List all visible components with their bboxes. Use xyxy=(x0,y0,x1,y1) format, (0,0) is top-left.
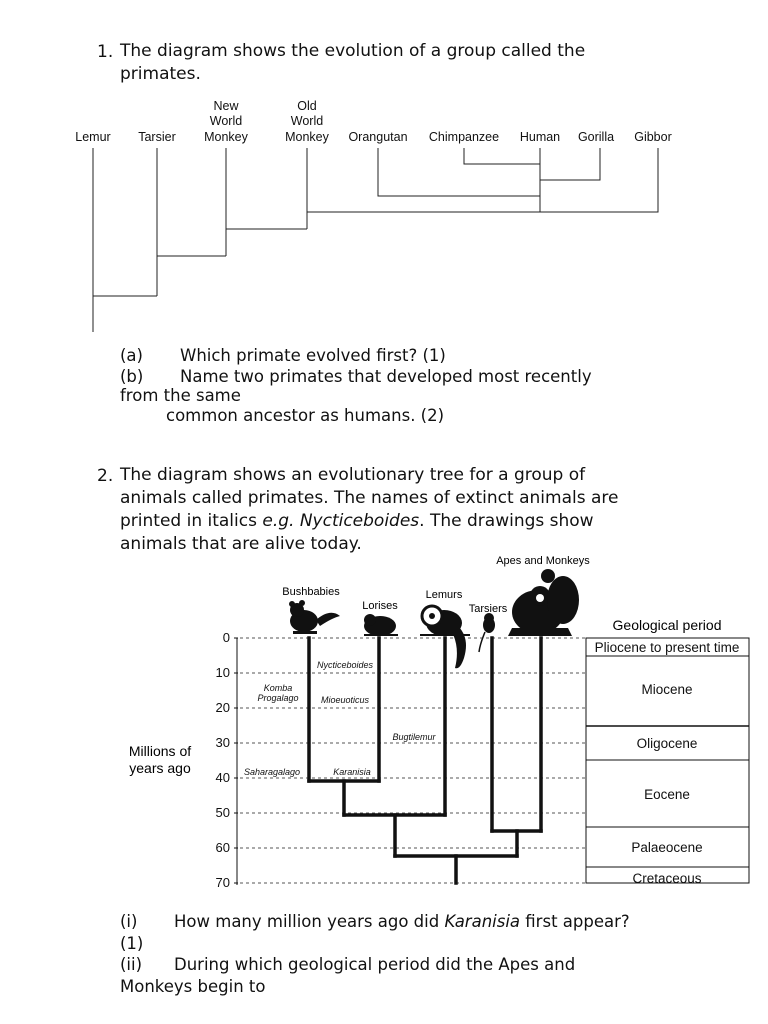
tarsier-icon xyxy=(478,613,495,653)
label-gibbon: Gibbor xyxy=(634,130,672,144)
label-lemurs: Lemurs xyxy=(426,589,463,601)
q2i-text: How many million years ago did Karanisia… xyxy=(174,912,630,931)
label-lemur: Lemur xyxy=(75,130,110,144)
tick-0: 0 xyxy=(223,630,230,645)
label-chimpanzee: Chimpanzee xyxy=(429,130,499,144)
q1b-text-line1: Name two primates that developed most re… xyxy=(180,367,592,386)
q2ii-label: (ii) xyxy=(120,955,143,974)
animal-drawings xyxy=(289,569,579,669)
y-axis-label-2: years ago xyxy=(129,760,191,776)
tree-branches xyxy=(92,148,659,332)
fossil-komba-2: Progalago xyxy=(257,693,298,703)
fossil-bugtilemur: Bugtilemur xyxy=(392,732,436,742)
question-1-text-line1: The diagram shows the evolution of a gro… xyxy=(120,41,586,61)
loris-icon xyxy=(364,614,398,636)
q2ii-text: During which geological period did the A… xyxy=(174,955,576,974)
fossil-mioeuoticus: Mioeuoticus xyxy=(321,695,370,705)
tick-10: 10 xyxy=(216,665,230,680)
q1a-label: (a) xyxy=(120,346,143,365)
label-bushbabies: Bushbabies xyxy=(282,586,340,598)
fossil-nycticeboides: Nycticeboides xyxy=(317,660,374,670)
question-1-number: 1. xyxy=(97,42,114,62)
label-human: Human xyxy=(520,130,560,144)
fossil-saharagalago: Saharagalago xyxy=(244,767,300,777)
gridlines xyxy=(240,637,585,884)
label-gorilla: Gorilla xyxy=(578,130,614,144)
tick-40: 40 xyxy=(216,770,230,785)
label-owm-1: Old xyxy=(297,99,317,113)
label-geological-period: Geological period xyxy=(613,617,722,633)
tick-50: 50 xyxy=(216,805,230,820)
q2i-marks: (1) xyxy=(120,934,144,953)
y-axis-label-1: Millions of xyxy=(129,743,191,759)
evolutionary-tree-diagram: Apes and Monkeys Bushbabies Lorises Lemu… xyxy=(129,555,750,890)
label-apes-monkeys: Apes and Monkeys xyxy=(496,555,590,567)
label-tarsier: Tarsier xyxy=(138,130,176,144)
q1b-label: (b) xyxy=(120,367,144,386)
tree-branches-thick xyxy=(307,636,543,885)
lemur-icon xyxy=(420,604,470,669)
question-2-number: 2. xyxy=(97,466,114,486)
q1b-text-line3: common ancestor as humans. (2) xyxy=(166,406,445,425)
period-miocene: Miocene xyxy=(641,682,692,697)
label-owm-2: World xyxy=(291,114,323,128)
fossil-komba-1: Komba xyxy=(264,683,293,693)
label-lorises: Lorises xyxy=(362,600,398,612)
primate-evolution-tree: Lemur Tarsier New World Monkey Old World… xyxy=(75,99,672,332)
period-table xyxy=(585,637,750,884)
period-cretaceous: Cretaceous xyxy=(632,871,701,886)
question-2-line4: animals that are alive today. xyxy=(120,534,362,554)
label-nwm-3: Monkey xyxy=(204,130,249,144)
q2ii-text-line2: Monkeys begin to xyxy=(120,977,266,996)
period-pliocene: Pliocene to present time xyxy=(595,640,740,655)
question-2-line3: printed in italics e.g. Nycticeboides. T… xyxy=(120,511,594,531)
label-nwm-1: New xyxy=(213,99,239,113)
tick-60: 60 xyxy=(216,840,230,855)
tick-70: 70 xyxy=(216,875,230,890)
ape-icon xyxy=(508,569,579,636)
bushbaby-icon xyxy=(289,600,340,634)
tick-30: 30 xyxy=(216,735,230,750)
label-orangutan: Orangutan xyxy=(348,130,407,144)
tick-20: 20 xyxy=(216,700,230,715)
question-2-line2: animals called primates. The names of ex… xyxy=(120,488,619,508)
period-eocene: Eocene xyxy=(644,787,690,802)
q1b-text-line2: from the same xyxy=(120,386,241,405)
period-oligocene: Oligocene xyxy=(637,736,698,751)
q1a-text: Which primate evolved first? (1) xyxy=(180,346,446,365)
label-owm-3: Monkey xyxy=(285,130,330,144)
fossil-karanisia: Karanisia xyxy=(333,767,371,777)
label-tarsiers: Tarsiers xyxy=(469,603,508,615)
period-palaeocene: Palaeocene xyxy=(631,840,702,855)
label-nwm-2: World xyxy=(210,114,242,128)
question-2-line1: The diagram shows an evolutionary tree f… xyxy=(120,465,586,485)
question-1-text-line2: primates. xyxy=(120,64,201,84)
q2i-label: (i) xyxy=(120,912,138,931)
